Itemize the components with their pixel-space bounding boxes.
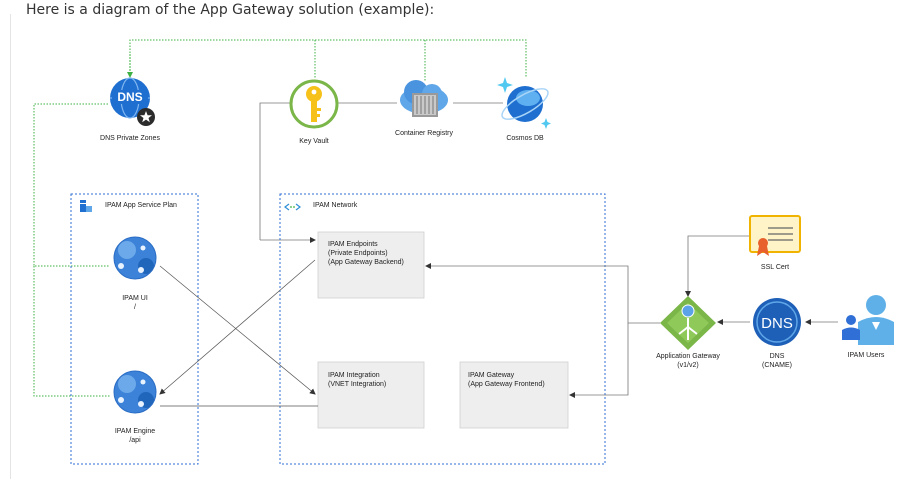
integration-line-2: (VNET Integration) [328,381,387,388]
gateway-text: IPAM Gateway (App Gateway Frontend) [468,371,545,389]
ipam-engine-path: /api [129,437,141,444]
integration-box [317,361,425,429]
container-registry-icon [400,80,448,117]
ipam-users-icon [842,295,894,345]
ipam-engine-name: IPAM Engine [114,428,156,435]
ipam-ui-label: IPAM UI / [105,294,165,312]
dns-cname-type: (CNAME) [762,362,792,369]
endpoints-line-1: IPAM Endpoints [328,241,378,248]
key-vault-icon [289,79,339,129]
ipam-ui-name: IPAM UI [122,295,148,302]
dns-to-ui-green [33,103,110,267]
endpoints-line-2: (Private Endpoints) [328,250,388,257]
network-title: IPAM Network [313,202,358,209]
integration-line-1: IPAM Integration [328,372,380,379]
gateway-box [459,361,569,429]
ipam-ui-icon [113,236,157,280]
ssl-cert-label: SSL Cert [760,264,790,271]
dns-cname-icon: DNS [753,298,801,346]
application-gateway-name: Application Gateway [656,353,720,360]
gateway-line-1: IPAM Gateway [468,372,515,379]
dns-cname-icon-text: DNS [761,315,793,332]
dns-cname-name: DNS [769,353,785,360]
application-gateway-label: Application Gateway (v1/v2) [643,352,733,370]
service-connectors [259,102,503,240]
dns-private-icon-text: DNS [117,90,142,104]
divider [10,14,11,479]
dns-private-zones-label: DNS Private Zones [100,135,160,142]
dns-cname-label: DNS (CNAME) [747,352,807,370]
app-service-plan-title: IPAM App Service Plan [105,202,177,209]
ipam-ui-path: / [134,304,136,311]
network-group [279,193,606,465]
app-service-plan-group [70,193,199,465]
gateway-connectors [425,235,838,398]
network-icon [284,203,301,211]
ipam-users-label: IPAM Users [847,352,885,359]
cosmos-db-label: Cosmos DB [506,135,544,142]
dns-private-zones-icon: DNS [110,77,155,126]
container-registry-label: Container Registry [395,130,453,137]
dns-to-engine-green [33,266,110,397]
endpoints-box [317,231,425,299]
endpoints-line-3: (App Gateway Backend) [328,259,404,266]
page-heading: Here is a diagram of the App Gateway sol… [26,2,435,18]
application-gateway-icon [660,296,716,350]
ssl-cert-icon [749,215,801,256]
ipam-engine-label: IPAM Engine /api [105,427,165,445]
cosmos-db-icon [497,77,551,129]
gateway-line-2: (App Gateway Frontend) [468,381,545,388]
top-green-line [129,39,527,78]
key-vault-label: Key Vault [299,138,329,145]
application-gateway-version: (v1/v2) [677,362,699,369]
ipam-engine-icon [113,370,157,414]
app-service-plan-icon [80,200,92,212]
integration-text: IPAM Integration (VNET Integration) [328,371,386,389]
endpoints-text: IPAM Endpoints (Private Endpoints) (App … [328,240,404,267]
crossing-connectors [159,259,316,395]
